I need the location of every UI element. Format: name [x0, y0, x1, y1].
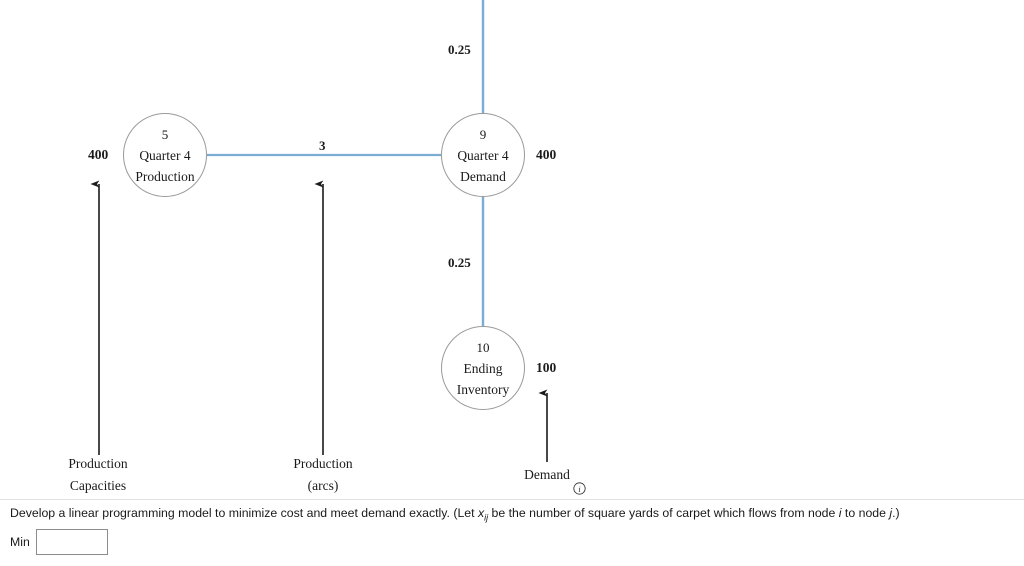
- node-label-line2: Demand: [460, 168, 506, 184]
- objective-function-input[interactable]: [35, 529, 108, 555]
- arc-cost-label-bottom: 0.25: [448, 255, 471, 270]
- group-label-line2: (arcs): [307, 478, 339, 493]
- node-label-line1: Quarter 4: [457, 147, 509, 163]
- node-id: 9: [479, 126, 487, 142]
- node-ending-inventory[interactable]: 10 Ending Inventory: [441, 326, 525, 410]
- node-id: 5: [161, 126, 169, 142]
- node-quarter-4-production[interactable]: 5 Quarter 4 Production: [123, 113, 207, 197]
- prompt-part-4: .): [892, 506, 900, 520]
- node-label-line1: Quarter 4: [139, 147, 191, 163]
- prompt-part-2: be the number of square yards of carpet …: [488, 506, 839, 520]
- section-divider: [0, 499, 1024, 500]
- variable-subscript: ij: [484, 512, 489, 523]
- info-icon[interactable]: i: [573, 482, 586, 495]
- group-label-production-arcs: Production (arcs): [263, 456, 383, 494]
- node-index-j: j: [889, 506, 893, 520]
- node-quarter-4-demand[interactable]: 9 Quarter 4 Demand: [441, 113, 525, 197]
- capacity-label-production: 400: [88, 147, 109, 162]
- capacity-label-demand: 400: [536, 147, 557, 162]
- node-label-line2: Production: [135, 168, 195, 184]
- node-label-line1: Ending: [463, 360, 503, 376]
- node-id: 10: [476, 339, 490, 355]
- node-index-i: i: [838, 506, 842, 520]
- prompt-part-1: Develop a linear programming model to mi…: [10, 506, 478, 520]
- prompt-part-3: to node: [841, 506, 890, 520]
- objective-row: Min: [10, 529, 108, 555]
- group-label-production-capacities: Production Capacities: [38, 456, 158, 494]
- group-label-line1: Production: [293, 456, 353, 471]
- group-label-line1: Demand: [524, 467, 570, 482]
- arc-cost-label-top: 0.25: [448, 42, 471, 57]
- min-label: Min: [10, 535, 30, 549]
- group-label-demand: Demand: [487, 467, 607, 483]
- variable-x: x: [477, 506, 485, 520]
- question-prompt: Develop a linear programming model to mi…: [10, 506, 900, 522]
- capacity-label-ending-inventory: 100: [536, 360, 557, 375]
- arc-cost-label-middle: 3: [319, 138, 326, 153]
- node-label-line2: Inventory: [456, 381, 510, 397]
- svg-text:i: i: [578, 485, 580, 494]
- group-label-line2: Capacities: [69, 478, 127, 493]
- group-label-line1: Production: [68, 456, 128, 471]
